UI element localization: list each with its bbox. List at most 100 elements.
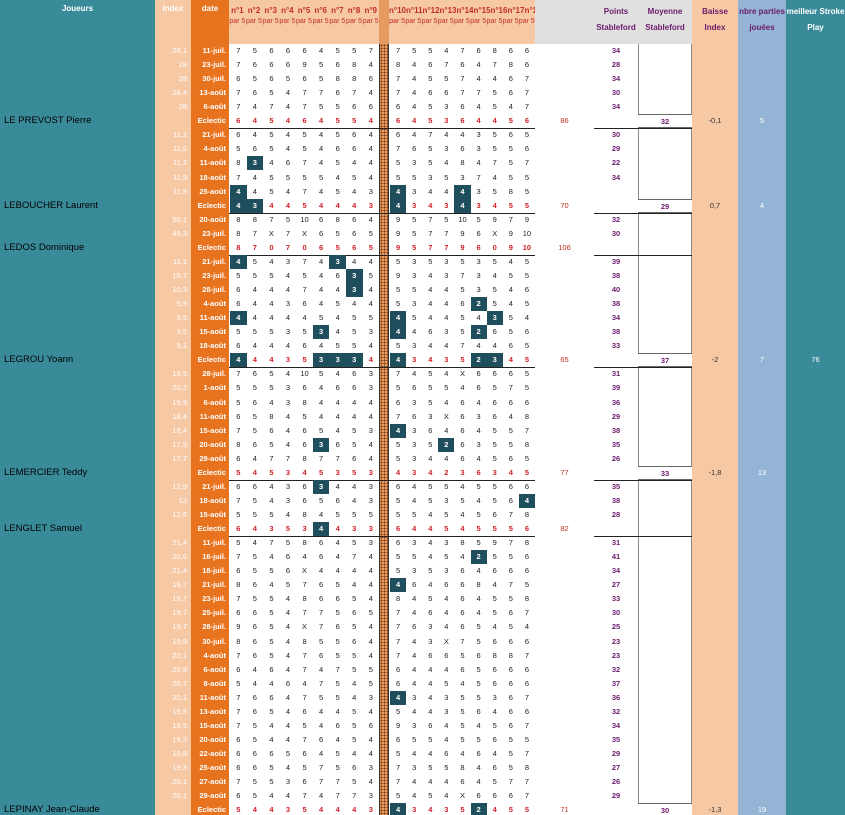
hole-score[interactable]: 5 bbox=[508, 763, 513, 773]
hole-score[interactable]: 6 bbox=[508, 720, 513, 730]
hole-score[interactable]: 5 bbox=[269, 594, 274, 604]
hole-score[interactable]: 7 bbox=[395, 650, 401, 660]
hole-score[interactable]: 7 bbox=[395, 74, 401, 84]
hole-score[interactable]: 4 bbox=[476, 60, 481, 70]
hole-score[interactable]: 4 bbox=[492, 805, 497, 815]
hole-score[interactable]: 4 bbox=[368, 116, 373, 126]
hole-score[interactable]: 4 bbox=[269, 256, 274, 266]
hole-score[interactable]: 5 bbox=[460, 285, 465, 295]
hole-score[interactable]: 5 bbox=[368, 509, 373, 519]
hole-score[interactable]: 9 bbox=[302, 60, 307, 70]
hole-score[interactable]: 6 bbox=[302, 495, 307, 505]
hole-score[interactable]: 8 bbox=[508, 60, 513, 70]
hole-score[interactable]: 5 bbox=[236, 383, 241, 393]
hole-score[interactable]: 8 bbox=[524, 509, 530, 519]
hole-score[interactable]: 4 bbox=[390, 198, 407, 213]
hole-score[interactable]: 5 bbox=[508, 172, 513, 182]
hole-score[interactable]: 5 bbox=[444, 509, 449, 519]
hole-score[interactable]: 7 bbox=[285, 453, 291, 463]
hole-score[interactable]: 5 bbox=[269, 130, 274, 140]
hole-score[interactable]: 6 bbox=[319, 650, 324, 660]
hole-score[interactable]: 7 bbox=[302, 285, 307, 295]
hole-score[interactable]: 6 bbox=[236, 763, 241, 773]
hole-score[interactable]: 5 bbox=[428, 116, 433, 126]
hole-score[interactable]: 7 bbox=[252, 242, 257, 252]
hole-score[interactable]: 5 bbox=[444, 552, 449, 562]
hole-score[interactable]: 4 bbox=[428, 509, 433, 519]
hole-score[interactable]: 6 bbox=[252, 397, 257, 407]
hole-score[interactable]: 4 bbox=[352, 397, 357, 407]
hole-score[interactable]: 5 bbox=[319, 172, 324, 182]
hole-score[interactable]: 6 bbox=[252, 60, 257, 70]
hole-score[interactable]: 7 bbox=[508, 777, 513, 787]
hole-score[interactable]: 5 bbox=[335, 116, 340, 126]
hole-score[interactable]: 4 bbox=[412, 102, 417, 112]
hole-score[interactable]: 6 bbox=[476, 650, 481, 660]
hole-score[interactable]: 4 bbox=[335, 552, 340, 562]
hole-score[interactable]: 5 bbox=[352, 664, 357, 674]
hole-score[interactable]: 7 bbox=[428, 228, 433, 238]
hole-score[interactable]: 3 bbox=[345, 268, 363, 283]
hole-score[interactable]: 6 bbox=[269, 425, 274, 435]
hole-score[interactable]: 7 bbox=[524, 720, 530, 730]
hole-score[interactable]: 4 bbox=[352, 805, 357, 815]
hole-score[interactable]: 4 bbox=[368, 439, 373, 449]
hole-score[interactable]: 7 bbox=[524, 692, 530, 702]
hole-score[interactable]: 3 bbox=[476, 270, 481, 280]
hole-score[interactable]: 4 bbox=[269, 313, 274, 323]
hole-score[interactable]: 4 bbox=[476, 720, 481, 730]
hole-score[interactable]: 4 bbox=[252, 355, 257, 365]
hole-score[interactable]: 5 bbox=[492, 608, 497, 618]
hole-score[interactable]: 5 bbox=[395, 341, 401, 351]
hole-score[interactable]: 3 bbox=[486, 353, 503, 368]
hole-score[interactable]: 6 bbox=[395, 481, 401, 491]
hole-score[interactable]: 3 bbox=[444, 538, 449, 548]
hole-score[interactable]: 7 bbox=[508, 509, 513, 519]
hole-score[interactable]: 5 bbox=[476, 481, 481, 491]
hole-score[interactable]: 5 bbox=[302, 144, 307, 154]
hole-score[interactable]: 4 bbox=[476, 102, 481, 112]
hole-score[interactable]: 7 bbox=[395, 369, 401, 379]
hole-score[interactable]: 4 bbox=[428, 299, 433, 309]
hole-score[interactable]: 4 bbox=[285, 102, 291, 112]
hole-score[interactable]: 6 bbox=[236, 453, 241, 463]
hole-score[interactable]: 6 bbox=[252, 369, 257, 379]
hole-score[interactable]: 4 bbox=[428, 453, 433, 463]
hole-score[interactable]: 0 bbox=[302, 242, 307, 252]
hole-score[interactable]: 5 bbox=[492, 425, 497, 435]
hole-score[interactable]: 4 bbox=[319, 749, 324, 758]
hole-score[interactable]: 5 bbox=[319, 313, 324, 323]
hole-score[interactable]: 3 bbox=[412, 200, 417, 210]
hole-score[interactable]: 3 bbox=[368, 791, 373, 801]
hole-score[interactable]: 4 bbox=[460, 130, 465, 140]
hole-score[interactable]: 4 bbox=[352, 566, 357, 576]
hole-score[interactable]: 5 bbox=[269, 650, 274, 660]
hole-score[interactable]: 4 bbox=[319, 566, 324, 576]
hole-score[interactable]: 4 bbox=[319, 397, 324, 407]
hole-score[interactable]: 5 bbox=[524, 186, 530, 196]
hole-score[interactable]: 3 bbox=[312, 325, 330, 340]
hole-score[interactable]: 6 bbox=[252, 763, 257, 773]
hole-score[interactable]: 6 bbox=[335, 144, 340, 154]
hole-score[interactable]: 6 bbox=[428, 425, 433, 435]
hole-score[interactable]: 9 bbox=[460, 242, 465, 252]
hole-score[interactable]: 3 bbox=[492, 692, 497, 702]
hole-score[interactable]: 5 bbox=[285, 74, 291, 84]
hole-score[interactable]: 3 bbox=[285, 397, 291, 407]
hole-score[interactable]: 3 bbox=[492, 467, 497, 477]
hole-score[interactable]: 5 bbox=[395, 383, 401, 393]
hole-score[interactable]: 3 bbox=[368, 383, 373, 393]
hole-score[interactable]: 4 bbox=[476, 158, 481, 168]
hole-score[interactable]: 10 bbox=[522, 242, 532, 252]
hole-score[interactable]: 4 bbox=[269, 397, 274, 407]
hole-score[interactable]: 4 bbox=[444, 186, 449, 196]
hole-score[interactable]: 7 bbox=[395, 636, 401, 646]
hole-score[interactable]: 6 bbox=[395, 116, 401, 126]
hole-score[interactable]: 4 bbox=[269, 734, 274, 744]
hole-score[interactable]: 6 bbox=[412, 622, 417, 632]
hole-score[interactable]: 5 bbox=[412, 285, 417, 295]
hole-score[interactable]: 5 bbox=[269, 467, 274, 477]
hole-score[interactable]: 4 bbox=[368, 130, 373, 140]
hole-score[interactable]: 4 bbox=[492, 580, 497, 590]
hole-score[interactable]: 6 bbox=[236, 341, 241, 351]
